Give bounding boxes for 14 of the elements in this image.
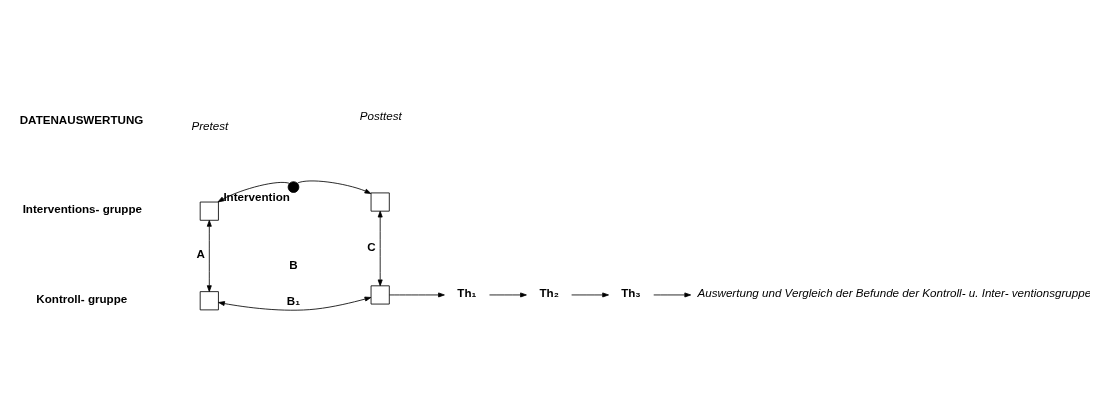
- edge-label: C: [367, 239, 376, 253]
- label: DATENAUSWERTUNG: [19, 112, 144, 126]
- node-text: Th₂: [539, 286, 559, 300]
- label: Interventions- gruppe: [22, 202, 142, 216]
- label: Posttest: [359, 109, 402, 123]
- label: B: [289, 257, 298, 271]
- node-text: Auswertung und Vergleich der Befunde der Kontroll- u. Inter- ventionsgruppe: [697, 286, 1092, 300]
- node-label: Intervention: [223, 189, 290, 203]
- label: Kontroll- gruppe: [36, 291, 128, 305]
- node-text: Th₁: [457, 286, 477, 300]
- node-text: Th₃: [621, 286, 641, 300]
- label: Pretest: [191, 118, 229, 132]
- edge-label: B₁: [286, 294, 301, 308]
- edge-label: A: [196, 247, 205, 261]
